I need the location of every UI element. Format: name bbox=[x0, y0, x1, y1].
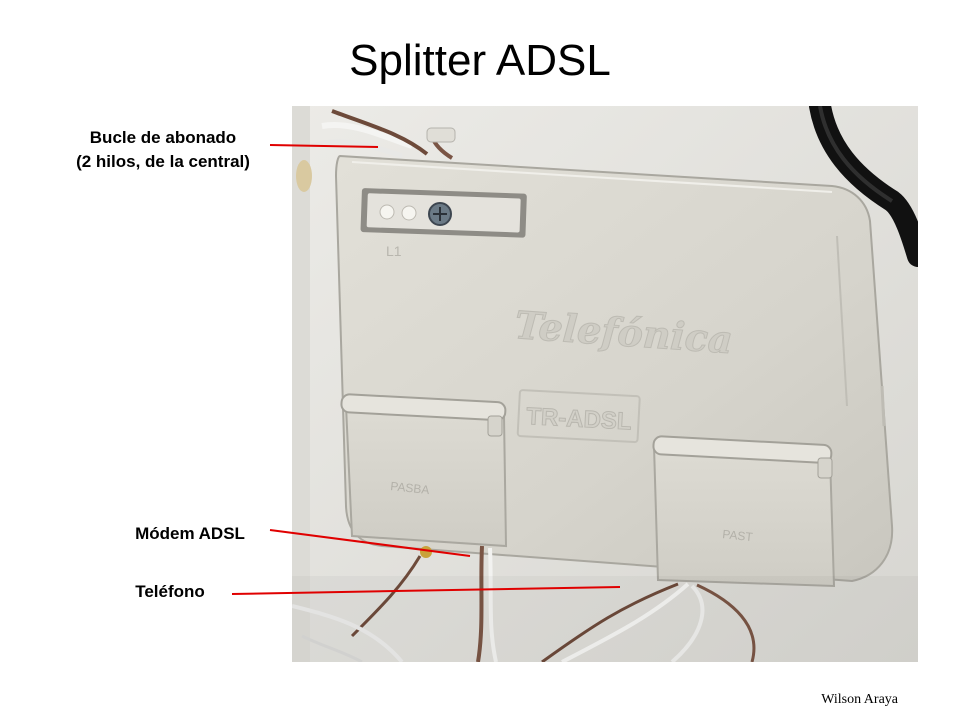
wall-edge bbox=[292, 106, 310, 662]
model-emboss: TR-ADSL bbox=[526, 403, 633, 435]
slide-title: Splitter ADSL bbox=[349, 36, 611, 85]
label-modem-adsl: Módem ADSL bbox=[135, 524, 245, 543]
port-door-left bbox=[344, 404, 508, 548]
label-bucle-abonado: Bucle de abonado (2 hilos, de la central… bbox=[40, 126, 286, 174]
port-label-left: PASBA bbox=[390, 479, 430, 497]
port-door-right bbox=[652, 444, 836, 588]
phone-wire-white bbox=[561, 582, 690, 662]
phone-wire-brown bbox=[541, 582, 679, 662]
door-hinge-left bbox=[340, 393, 507, 422]
top-wire-brown bbox=[331, 109, 429, 156]
label-telefono: Teléfono bbox=[135, 582, 205, 601]
modem-wire-white bbox=[488, 547, 498, 662]
port-label-right: PAST bbox=[722, 527, 754, 544]
label-bucle-line1: Bucle de abonado bbox=[89, 128, 237, 147]
label-bucle-line2: (2 hilos, de la central) bbox=[76, 152, 250, 171]
top-wire-white bbox=[321, 122, 413, 149]
led-indicator-1 bbox=[379, 204, 395, 220]
modem-wire-brown bbox=[476, 545, 484, 662]
splitter-photo: L1 Telefónica TR-ADSL PASBA PAST bbox=[292, 106, 918, 662]
led-label: L1 bbox=[386, 243, 402, 259]
author-credit: Wilson Araya bbox=[821, 692, 898, 707]
door-hinge-right bbox=[652, 435, 833, 464]
wall-bottom-shadow bbox=[292, 576, 918, 662]
led-indicator-2 bbox=[401, 205, 417, 221]
wall-clip bbox=[426, 127, 456, 143]
